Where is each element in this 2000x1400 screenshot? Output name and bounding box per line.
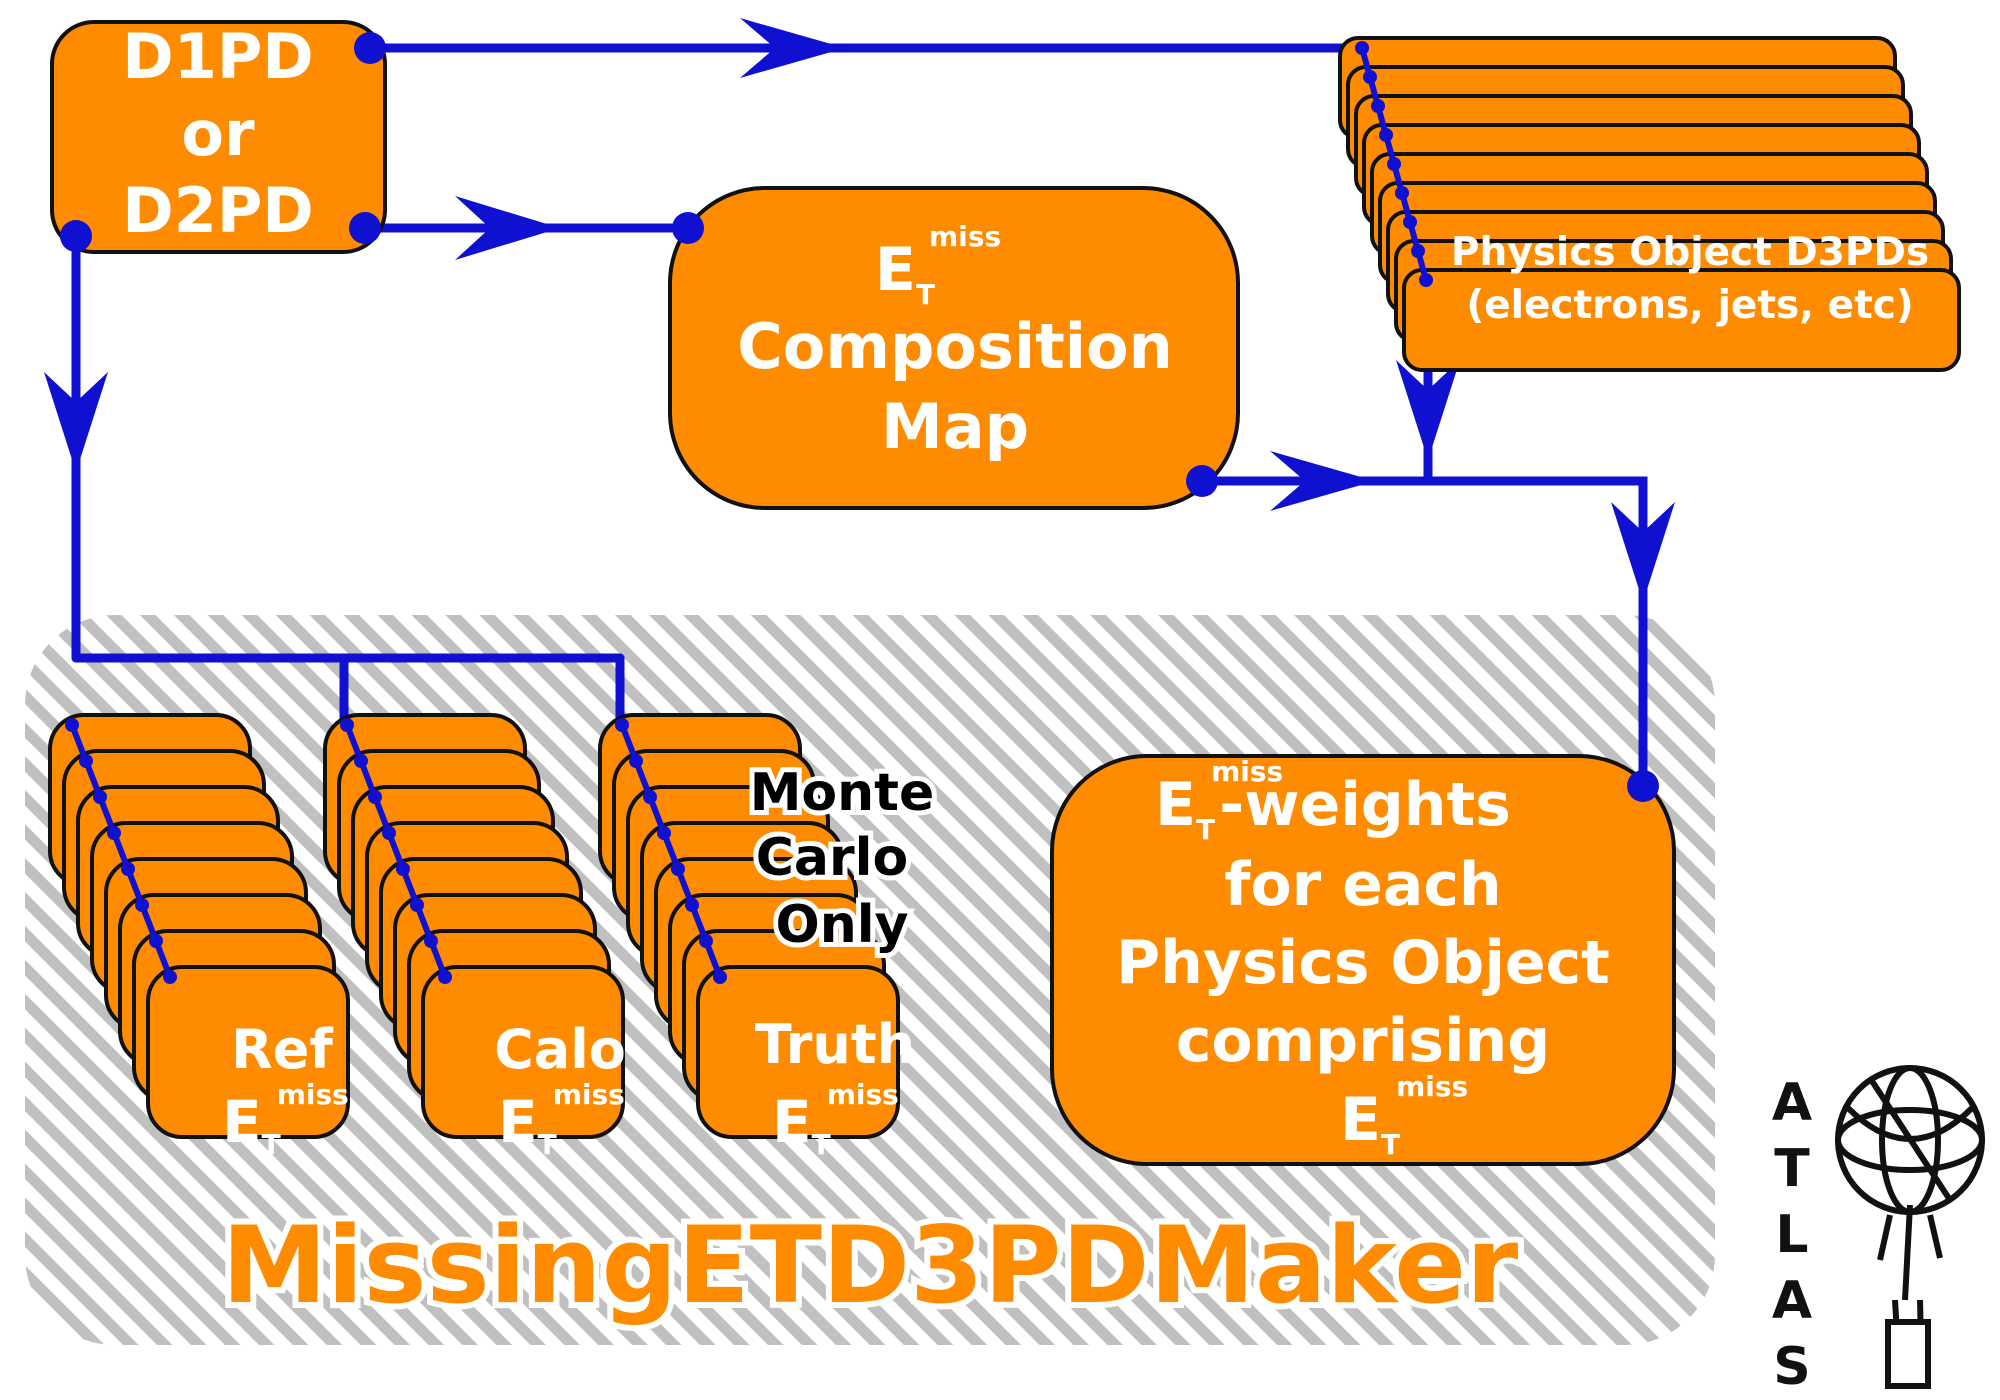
arrow-right-icon (1270, 451, 1375, 511)
ref-chain-dot (93, 790, 107, 804)
physics-chain-dot (1363, 70, 1377, 84)
calo-chain-dot (438, 970, 452, 984)
physics-chain-dot (1371, 99, 1385, 113)
ref-label: Ref (231, 1018, 333, 1081)
dot-input-left (60, 220, 92, 252)
calo-chain-dot (410, 898, 424, 912)
composition-line2: Composition (737, 310, 1172, 383)
calo-chain-dot (396, 862, 410, 876)
logo-letter: A (1772, 1271, 1812, 1331)
ref-chain-dot (135, 898, 149, 912)
composition-map-box: ETmiss Composition Map (668, 186, 1240, 510)
dot-input-mid (349, 212, 381, 244)
maker-title: MissingETD3PDMaker (222, 1204, 1519, 1327)
calo-symbol: ETmiss (498, 1078, 625, 1161)
calo-chain-dot (368, 790, 382, 804)
input-line1: D1PD (122, 20, 314, 93)
calo-chain-dot (382, 826, 396, 840)
physics-line2: (electrons, jets, etc) (1466, 283, 1913, 328)
ref-chain-dot (121, 862, 135, 876)
physics-card (1402, 268, 1961, 372)
connector-dots (60, 32, 1659, 802)
ref-met-stack (48, 713, 350, 1139)
truth-chain-dot (615, 718, 629, 732)
calo-met-label: Calo ETmiss (494, 1018, 626, 1161)
mc-line2: Carlo (756, 828, 908, 888)
physics-chain-dot (1387, 157, 1401, 171)
dot-input-top (354, 32, 386, 64)
truth-chain-dot (699, 934, 713, 948)
arrowheads (44, 18, 1675, 602)
ref-symbol: ETmiss (222, 1078, 349, 1161)
line-junction-to-weights (1423, 476, 1648, 791)
physics-chain-dot (1419, 273, 1433, 287)
logo-letter: T (1774, 1139, 1810, 1199)
dot-composition-out (1186, 465, 1218, 497)
atlas-logo: A T L A S (1772, 1065, 1985, 1397)
physics-chain-dot (1355, 41, 1369, 55)
monte-carlo-note: Monte Carlo Only (745, 758, 940, 960)
weights-line2: for each (1224, 850, 1501, 920)
ref-card (146, 965, 350, 1139)
truth-symbol: ETmiss (772, 1078, 899, 1161)
calo-chain-dot (340, 718, 354, 732)
mc-line1: Monte (750, 763, 935, 823)
truth-chain-dot (643, 790, 657, 804)
truth-chain-dot (629, 754, 643, 768)
calo-card (421, 965, 625, 1139)
mc-line3: Only (776, 895, 909, 955)
arrow-down-icon (1396, 360, 1460, 460)
composition-symbol: ETmiss (875, 220, 1001, 311)
physics-line1: Physics Object D3PDs (1451, 230, 1929, 275)
ref-chain-dot (163, 970, 177, 984)
truth-chain-dot (657, 826, 671, 840)
input-box: D1PD or D2PD (50, 20, 387, 254)
calo-chain-dot (424, 934, 438, 948)
weights-line5: ETmiss (1340, 1070, 1468, 1161)
arrow-right-icon (740, 18, 845, 78)
truth-met-stack (598, 713, 900, 1139)
truth-chain-dot (713, 970, 727, 984)
truth-met-label: Truth ETmiss (755, 1013, 915, 1161)
truth-chain-dot (671, 862, 685, 876)
physics-chain-dot (1411, 244, 1425, 258)
ref-met-label: Ref ETmiss (222, 1018, 349, 1161)
input-line3: D2PD (122, 174, 314, 247)
arrow-right-icon (455, 196, 560, 260)
ref-chain-dot (79, 754, 93, 768)
ref-chain-dot (149, 934, 163, 948)
calo-chain-dot (354, 754, 368, 768)
weights-box: ETmiss-weights for each Physics Object c… (1050, 754, 1676, 1166)
truth-label: Truth (755, 1013, 915, 1076)
dot-composition-in (672, 212, 704, 244)
physics-chain-dot (1395, 186, 1409, 200)
input-line2: or (181, 97, 255, 170)
physics-d3pd-stack (1338, 36, 1961, 372)
arrow-down-icon (44, 372, 108, 472)
calo-label: Calo (494, 1018, 626, 1081)
physics-chain-dot (1379, 128, 1393, 142)
weights-line1: ETmiss-weights (1155, 755, 1511, 846)
atlas-figure-icon (1835, 1065, 1985, 1389)
logo-letter: L (1775, 1205, 1808, 1265)
truth-chain-dot (685, 898, 699, 912)
weights-line3: Physics Object (1116, 928, 1610, 998)
logo-letter: A (1772, 1073, 1812, 1133)
logo-letter: S (1773, 1337, 1810, 1397)
ref-chain-dot (65, 718, 79, 732)
ref-chain-dot (107, 826, 121, 840)
weights-line4: comprising (1176, 1006, 1550, 1076)
arrow-down-icon (1611, 502, 1675, 602)
physics-d3pd-text: Physics Object D3PDs (electrons, jets, e… (1451, 230, 1929, 328)
physics-chain-dot (1403, 215, 1417, 229)
calo-met-stack (323, 713, 625, 1139)
truth-card (696, 965, 900, 1139)
composition-line3: Map (881, 390, 1029, 463)
dot-weights-in (1627, 770, 1659, 802)
